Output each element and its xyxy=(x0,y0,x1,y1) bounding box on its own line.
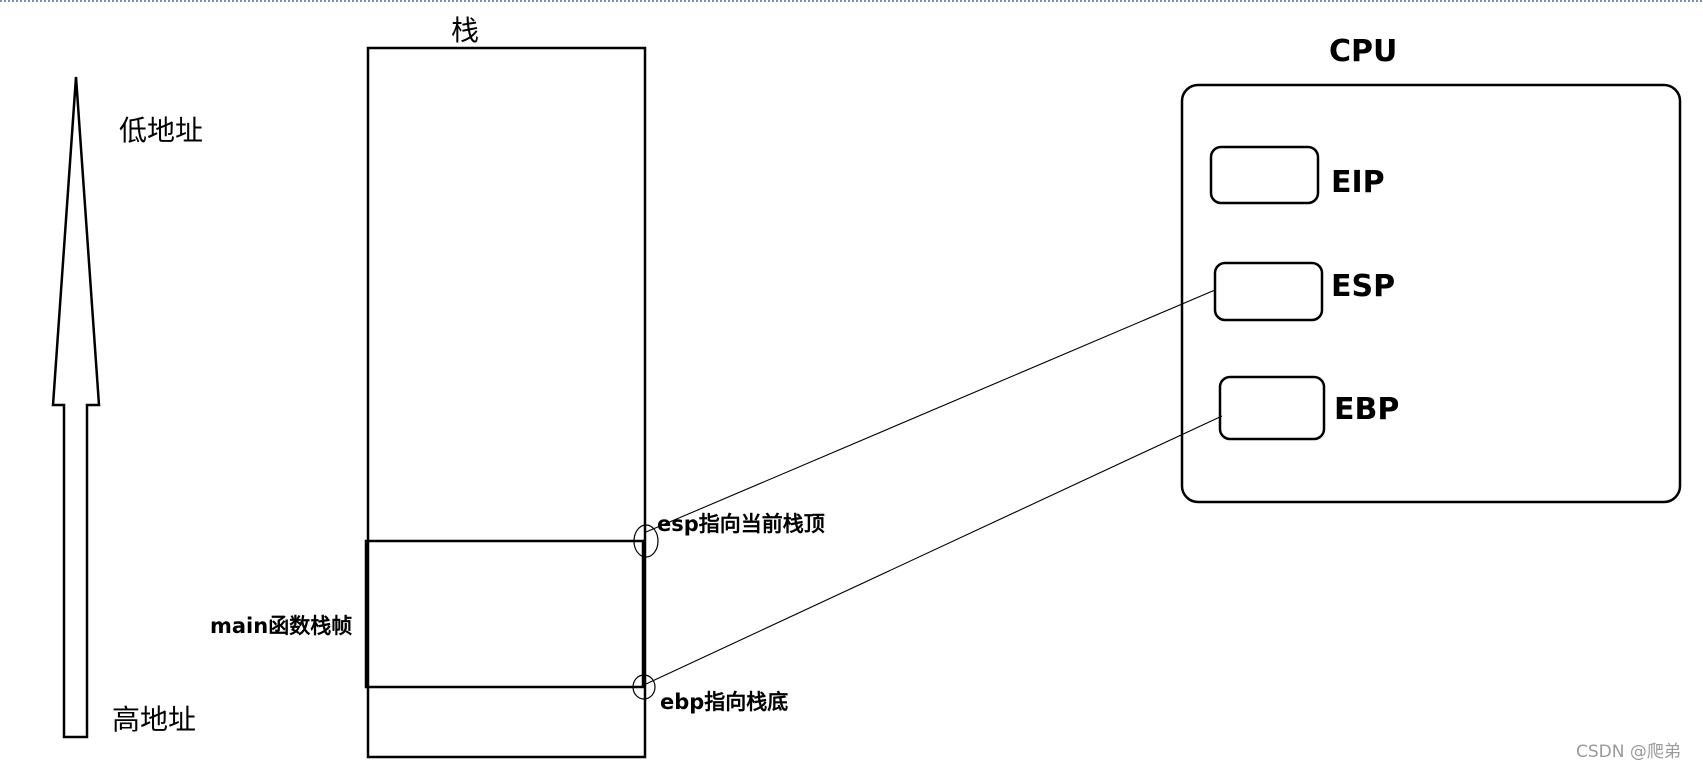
top-dotted-rule xyxy=(0,0,1703,2)
esp-pointer-note: esp指向当前栈顶 xyxy=(657,512,825,536)
esp-connector-line xyxy=(645,289,1216,533)
csdn-watermark: CSDN @爬弟 xyxy=(1576,742,1681,762)
esp-pointer-marker xyxy=(633,524,659,558)
high-address-label: 高地址 xyxy=(112,703,197,736)
stack-title: 栈 xyxy=(451,14,480,47)
ebp-pointer-note: ebp指向栈底 xyxy=(660,690,789,714)
eip-register-box xyxy=(1209,145,1320,205)
low-address-label: 低地址 xyxy=(119,114,204,147)
ebp-register-label: EBP xyxy=(1334,392,1400,427)
ebp-connector-line xyxy=(645,415,1223,685)
main-stack-frame xyxy=(364,539,645,689)
address-direction-arrow xyxy=(51,76,101,739)
stack-box xyxy=(366,46,647,759)
main-frame-label: main函数栈帧 xyxy=(210,614,353,638)
eip-register-label: EIP xyxy=(1331,165,1385,200)
esp-register-label: ESP xyxy=(1331,269,1396,304)
ebp-pointer-marker xyxy=(632,674,656,700)
esp-register-box xyxy=(1213,261,1324,322)
cpu-title: CPU xyxy=(1329,34,1398,69)
ebp-register-box xyxy=(1218,375,1326,441)
